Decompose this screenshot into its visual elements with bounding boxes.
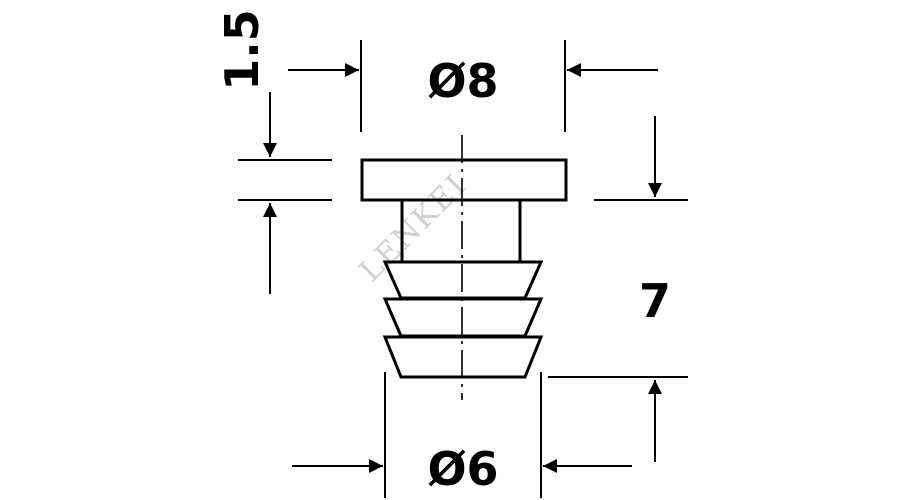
dim-top-diameter — [288, 40, 658, 132]
dim-head-thickness — [238, 92, 332, 294]
dim-label-bottom-diameter: Ø6 — [427, 442, 498, 496]
barb-ring-1 — [382, 260, 544, 300]
barb-ring-3 — [382, 335, 544, 379]
watermark-text: LENKEI — [353, 168, 474, 289]
barb-ring-2 — [382, 297, 544, 338]
dim-label-head-thickness: 1.5 — [215, 9, 269, 91]
dim-bottom-diameter — [292, 372, 632, 498]
dim-height — [548, 116, 688, 462]
dim-label-height: 7 — [639, 274, 671, 328]
plug-part — [360, 158, 568, 379]
dim-label-top-diameter: Ø8 — [427, 54, 498, 108]
